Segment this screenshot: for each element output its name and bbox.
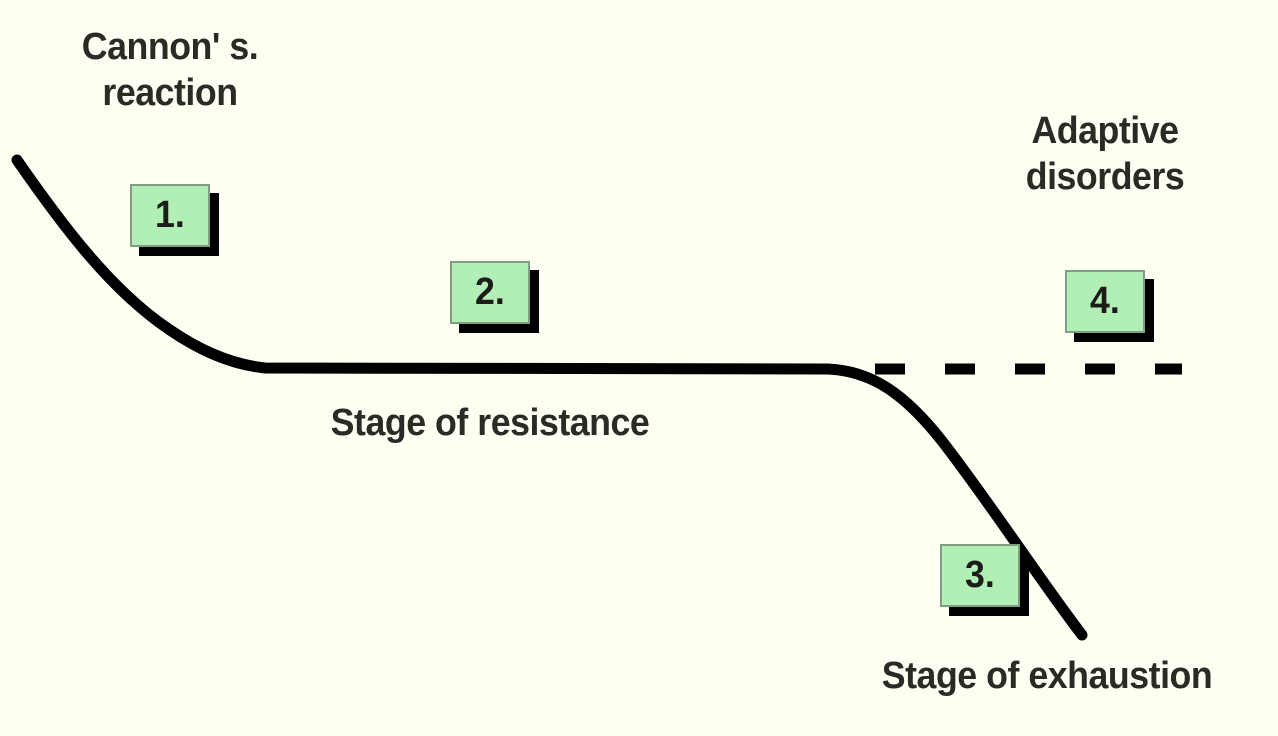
marker-box-1[interactable]: 1. xyxy=(130,184,210,247)
marker-box-3[interactable]: 3. xyxy=(940,544,1020,607)
caption-adaptive-disorders: Adaptive disorders xyxy=(1025,110,1185,198)
marker-box-4[interactable]: 4. xyxy=(1065,270,1145,333)
marker-box-2[interactable]: 2. xyxy=(450,261,530,324)
marker-label-1: 1. xyxy=(155,193,185,236)
marker-label-3: 3. xyxy=(965,553,995,596)
caption-stage-of-resistance: Stage of resistance xyxy=(330,402,650,444)
stress-response-curve xyxy=(11,154,1088,641)
marker-label-2: 2. xyxy=(475,270,505,313)
caption-cannons-reaction: Cannon' s. reaction xyxy=(81,26,259,114)
marker-label-4: 4. xyxy=(1090,279,1120,322)
caption-stage-of-exhaustion: Stage of exhaustion xyxy=(881,655,1213,697)
